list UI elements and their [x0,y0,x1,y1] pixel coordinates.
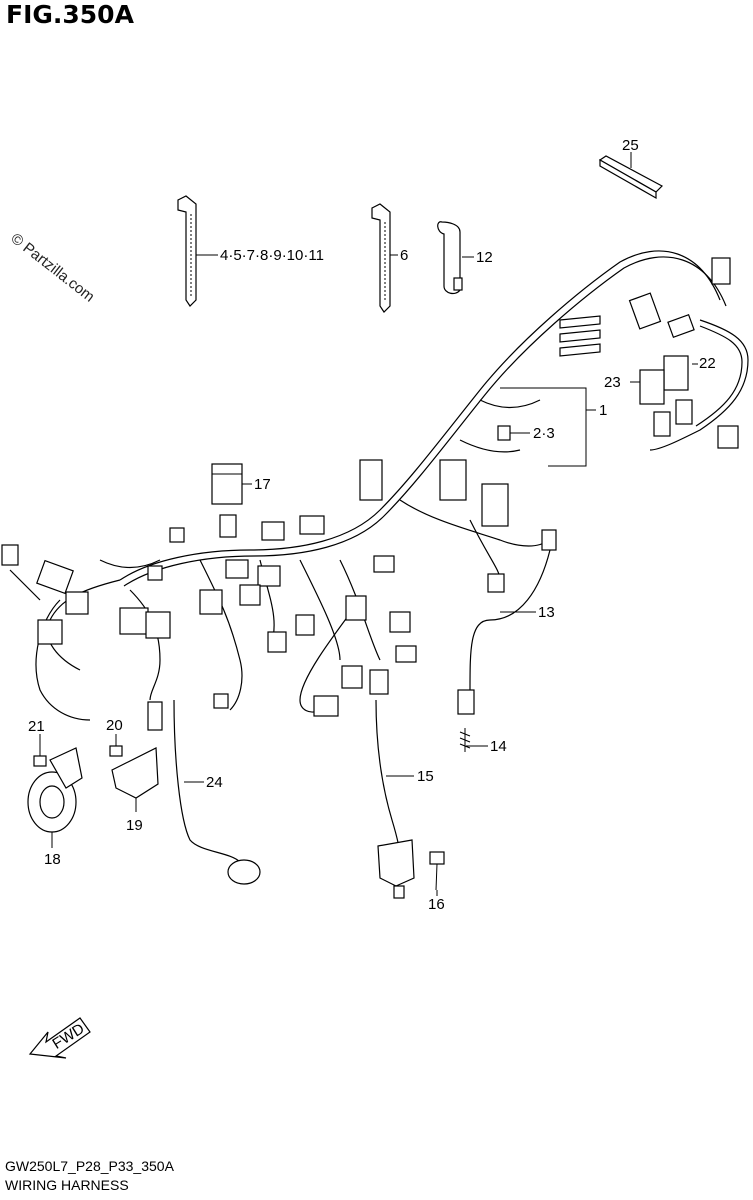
callout-21[interactable]: 21 [28,718,45,735]
callout-2-3[interactable]: 2·3 [533,425,555,442]
part-23-relay[interactable] [639,369,665,405]
figure-caption: WIRING HARNESS [5,1177,129,1193]
part-14-screw[interactable] [459,728,471,752]
callout-24[interactable]: 24 [206,774,223,791]
part-1-main-harness[interactable] [9,250,749,721]
part-2-3-fuse[interactable] [497,425,511,441]
part-16-bolt[interactable] [429,851,445,891]
part-4-11-cable-tie[interactable] [177,195,197,307]
callout-25[interactable]: 25 [622,137,639,154]
part-21-screw[interactable] [33,755,47,767]
callout-13[interactable]: 13 [538,604,555,621]
part-6-cable-tie[interactable] [371,203,391,313]
figure-code: GW250L7_P28_P33_350A [5,1158,174,1174]
callout-22[interactable]: 22 [699,355,716,372]
callout-4-11[interactable]: 4·5·7·8·9·10·11 [220,247,324,264]
callout-20[interactable]: 20 [106,717,123,734]
callout-19[interactable]: 19 [126,817,143,834]
harness-connectors [1,257,739,731]
leader-lines [39,152,698,896]
part-25-protector[interactable] [598,155,663,200]
part-12-clamp[interactable] [437,221,463,295]
horn-bracket-plate [49,747,83,789]
callout-14[interactable]: 14 [490,738,507,755]
callout-1[interactable]: 1 [599,402,607,419]
callout-15[interactable]: 15 [417,768,434,785]
part-24-lead[interactable] [173,699,261,885]
part-18-horn[interactable] [27,771,77,833]
callout-12[interactable]: 12 [476,249,493,266]
part-19-bracket[interactable] [111,747,159,799]
part-13-sensor[interactable] [457,549,551,715]
part-17-relay[interactable] [211,463,243,505]
callout-6[interactable]: 6 [400,247,408,264]
part-15-switch[interactable] [375,699,415,899]
part-20-bolt[interactable] [109,745,123,757]
callout-18[interactable]: 18 [44,851,61,868]
callouts: 25 4·5·7·8·9·10·11 6 12 22 23 1 2·3 17 1… [28,137,716,913]
callout-17[interactable]: 17 [254,476,271,493]
part-22-relay[interactable] [663,355,689,391]
figure-title: FIG.350A [6,0,134,29]
fwd-arrow: FWD [28,1017,91,1059]
callout-23[interactable]: 23 [604,374,621,391]
callout-16[interactable]: 16 [428,896,445,913]
